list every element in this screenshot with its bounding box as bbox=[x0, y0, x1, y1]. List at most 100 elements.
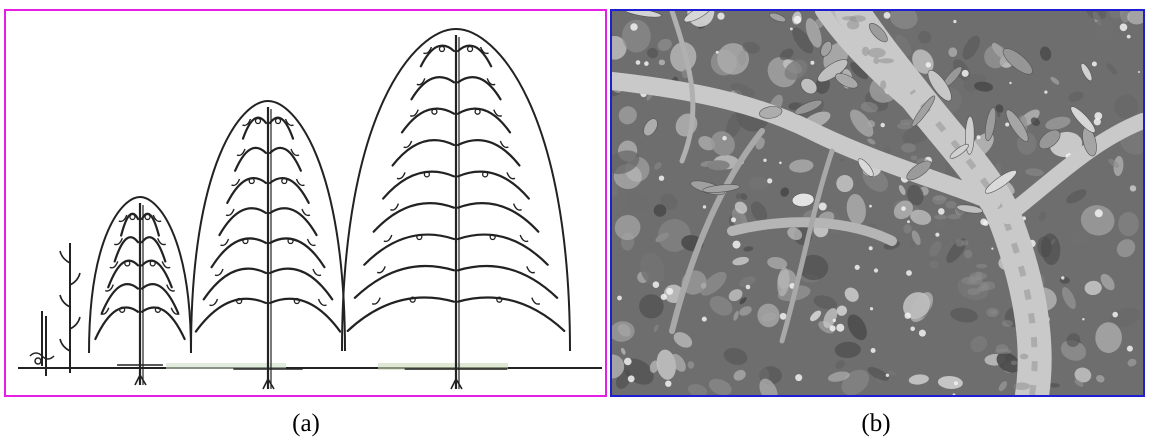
sky-speck bbox=[1138, 71, 1140, 73]
sky-speck bbox=[869, 205, 872, 208]
sky-speck bbox=[833, 319, 836, 322]
sky-speck bbox=[886, 374, 889, 377]
tree-branch bbox=[393, 140, 454, 165]
tree-branches-photo bbox=[610, 9, 1145, 397]
sky-speck bbox=[910, 327, 915, 332]
tree-branch bbox=[196, 299, 266, 332]
tree-branch bbox=[458, 109, 510, 133]
bark-spot bbox=[862, 47, 869, 56]
sky-speck bbox=[901, 206, 906, 211]
bark-spot bbox=[976, 264, 987, 269]
tree-branch bbox=[142, 237, 165, 261]
branch-node bbox=[432, 109, 437, 114]
bark-spot bbox=[901, 143, 916, 153]
tree-branch bbox=[411, 77, 454, 99]
sky-speck bbox=[644, 61, 649, 66]
bark-spot bbox=[956, 239, 964, 247]
tree-branch bbox=[355, 266, 454, 298]
tree-branch bbox=[219, 208, 266, 235]
sky-speck bbox=[855, 265, 860, 270]
sky-speck bbox=[733, 241, 741, 249]
branch-bud bbox=[215, 269, 223, 275]
sky-speck bbox=[1120, 24, 1128, 32]
sky-speck bbox=[666, 288, 673, 295]
sky-speck bbox=[1044, 91, 1047, 94]
sky-speck bbox=[977, 135, 981, 139]
sky-speck bbox=[1005, 123, 1009, 127]
sky-speck bbox=[874, 268, 878, 272]
tree-branch bbox=[421, 46, 454, 67]
tree-growth-svg bbox=[6, 11, 605, 395]
bark-spot bbox=[1011, 361, 1017, 365]
tree-branch bbox=[243, 118, 266, 139]
tree-branch bbox=[270, 238, 324, 267]
branch-bud bbox=[390, 204, 398, 210]
tree-branch bbox=[204, 269, 266, 300]
branch-bud bbox=[520, 235, 528, 241]
sky-speck bbox=[906, 270, 912, 276]
sky-speck bbox=[703, 205, 706, 208]
sky-speck bbox=[722, 136, 726, 140]
bark-spot bbox=[1020, 354, 1029, 360]
tree-branch bbox=[458, 140, 519, 165]
sky-speck bbox=[790, 28, 793, 31]
foliage-patch bbox=[639, 294, 664, 318]
sky-speck bbox=[919, 330, 926, 337]
tree-branch bbox=[374, 203, 454, 232]
sky-speck bbox=[617, 296, 622, 301]
sky-speck bbox=[881, 123, 885, 127]
sky-speck bbox=[636, 60, 641, 65]
tree-branch bbox=[348, 297, 454, 330]
bark-spot bbox=[945, 201, 957, 209]
tree-branches-svg bbox=[612, 11, 1143, 395]
sky-speck bbox=[926, 62, 931, 67]
branch-bud bbox=[500, 141, 508, 147]
tree-branch bbox=[270, 118, 293, 139]
bark-spot bbox=[850, 15, 866, 22]
tree-branch bbox=[115, 237, 138, 261]
sky-speck bbox=[716, 51, 719, 54]
bark-spot bbox=[995, 348, 1012, 354]
tree-branch bbox=[270, 178, 309, 203]
sky-speck bbox=[630, 23, 637, 30]
tree-branch bbox=[458, 266, 557, 298]
branch-bud bbox=[507, 172, 515, 178]
sky-speck bbox=[1095, 209, 1103, 217]
bark-spot bbox=[948, 214, 961, 219]
sky-speck bbox=[1112, 312, 1118, 318]
bark-spot bbox=[986, 308, 999, 317]
sky-speck bbox=[836, 324, 844, 332]
bark-spot bbox=[868, 48, 886, 58]
sky-speck bbox=[953, 20, 956, 23]
bark-spot bbox=[1013, 382, 1030, 390]
branch-bud bbox=[110, 261, 118, 267]
branch-bud bbox=[318, 299, 326, 305]
branch-bud bbox=[221, 239, 229, 245]
sky-speck bbox=[653, 281, 660, 288]
tree-branch bbox=[270, 208, 317, 235]
sky-speck bbox=[794, 16, 802, 24]
sapling-branch bbox=[60, 251, 70, 263]
sky-speck bbox=[870, 307, 873, 310]
bark-spot bbox=[1002, 320, 1013, 327]
sky-speck bbox=[869, 246, 873, 250]
sky-speck bbox=[1094, 118, 1101, 125]
branch-bud bbox=[307, 239, 315, 245]
sky-speck bbox=[1127, 35, 1131, 39]
branch-bud bbox=[162, 261, 170, 267]
bark-spot bbox=[977, 286, 985, 292]
bark-spot bbox=[897, 123, 913, 130]
branch-node bbox=[276, 119, 281, 124]
branch-bud bbox=[313, 269, 321, 275]
tree-branch bbox=[402, 109, 454, 133]
branch-bud bbox=[226, 209, 234, 215]
sky-speck bbox=[767, 178, 772, 183]
sky-speck bbox=[991, 248, 993, 250]
tree-branch bbox=[458, 235, 548, 265]
sky-speck bbox=[1082, 318, 1084, 320]
sky-speck bbox=[746, 285, 751, 290]
sky-speck bbox=[1092, 62, 1097, 67]
branch-node bbox=[255, 119, 260, 124]
sky-speck bbox=[905, 313, 911, 319]
sky-speck bbox=[702, 317, 707, 322]
